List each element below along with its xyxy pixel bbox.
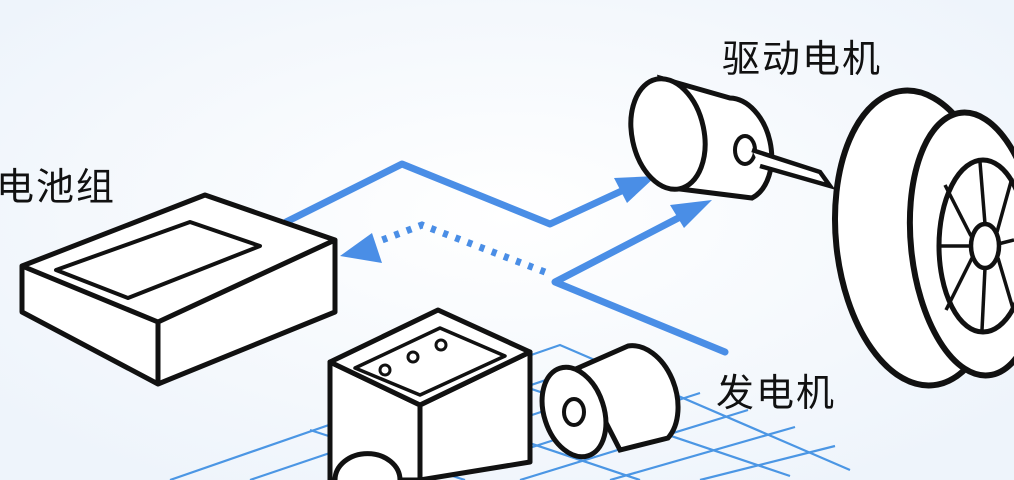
flow-battery-to-motor <box>282 160 632 228</box>
wheel-icon <box>831 87 1014 389</box>
arrowhead-gen-to-motor <box>670 200 712 228</box>
flow-arrows <box>282 160 729 356</box>
flow-generator-to-motor <box>551 210 729 356</box>
battery-pack-label: 电池组 <box>0 165 117 209</box>
battery-pack-icon <box>19 192 338 387</box>
arrowhead-to-motor <box>614 176 656 203</box>
arrowhead-to-battery <box>340 233 382 263</box>
drive-motor-icon <box>628 74 836 201</box>
generator-label: 发电机 <box>716 371 837 415</box>
flow-regen-to-battery <box>372 221 547 276</box>
engine-block-icon <box>327 307 533 480</box>
drive-motor-label: 驱动电机 <box>722 37 883 81</box>
generator-icon <box>539 343 681 460</box>
